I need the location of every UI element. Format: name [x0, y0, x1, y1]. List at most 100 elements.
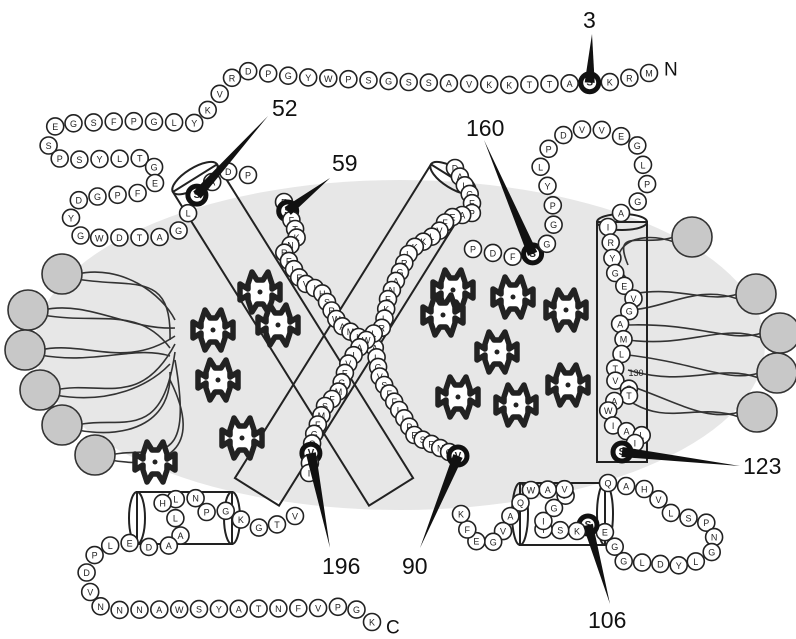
svg-text:G: G [612, 269, 619, 279]
residue: G [703, 544, 720, 561]
svg-text:I: I [607, 223, 610, 233]
svg-text:A: A [236, 604, 242, 614]
residue: G [146, 159, 163, 176]
residue: P [109, 186, 126, 203]
residue: L [180, 205, 197, 222]
residue: K [481, 76, 498, 93]
residue: S [400, 74, 417, 91]
svg-text:F: F [111, 117, 117, 127]
marker-label-106: 106 [588, 607, 626, 633]
residue: T [250, 600, 267, 617]
svg-text:K: K [205, 105, 211, 115]
residue: V [593, 121, 610, 138]
svg-text:S: S [196, 605, 202, 615]
residue: S [71, 151, 88, 168]
residue: L [634, 554, 651, 571]
lipid-head [5, 330, 45, 370]
svg-text:I: I [308, 469, 311, 479]
svg-text:V: V [500, 527, 506, 537]
svg-text:G: G [620, 557, 627, 567]
svg-text:Q: Q [517, 498, 524, 508]
svg-text:D: D [225, 167, 232, 177]
residue: F [105, 113, 122, 130]
residue: V [461, 75, 478, 92]
marker-label-59: 59 [332, 150, 358, 176]
svg-text:G: G [353, 605, 360, 615]
residue: P [544, 197, 561, 214]
svg-text:F: F [510, 252, 516, 262]
svg-text:I: I [634, 439, 637, 449]
residue: A [151, 229, 168, 246]
marker-label-90: 90 [402, 553, 428, 579]
residue: W [91, 229, 108, 246]
svg-text:S: S [91, 118, 97, 128]
svg-text:N: N [192, 494, 199, 504]
lipid-head [736, 274, 776, 314]
residue: V [211, 85, 228, 102]
svg-text:A: A [567, 79, 573, 89]
svg-text:G: G [151, 163, 158, 173]
residue: H [154, 495, 171, 512]
svg-text:Y: Y [191, 118, 197, 128]
residue: P [51, 150, 68, 167]
svg-text:Y: Y [609, 254, 615, 264]
svg-text:L: L [186, 209, 191, 219]
residue: L [635, 156, 652, 173]
residue: G [250, 519, 267, 536]
residue: Y [604, 250, 621, 267]
residue: P [198, 504, 215, 521]
residue: T [131, 229, 148, 246]
svg-text:A: A [166, 541, 172, 551]
svg-text:S: S [685, 513, 691, 523]
svg-text:G: G [490, 537, 497, 547]
svg-text:V: V [579, 125, 585, 135]
svg-text:A: A [545, 485, 551, 495]
svg-text:L: L [172, 118, 177, 128]
svg-text:N: N [116, 605, 123, 615]
svg-text:P: P [131, 117, 137, 127]
svg-text:P: P [644, 180, 650, 190]
svg-text:S: S [76, 155, 82, 165]
svg-text:T: T [527, 80, 533, 90]
svg-text:E: E [618, 132, 624, 142]
residue: Y [91, 151, 108, 168]
svg-text:T: T [137, 233, 143, 243]
svg-text:P: P [57, 154, 63, 164]
svg-text:W: W [527, 486, 536, 496]
residue: D [652, 555, 669, 572]
residue: P [639, 176, 656, 193]
svg-text:Y: Y [216, 604, 222, 614]
svg-text:G: G [77, 231, 84, 241]
residue: A [618, 478, 635, 495]
residue: Y [63, 209, 80, 226]
svg-text:L: L [693, 557, 698, 567]
residue: D [70, 192, 87, 209]
residue: S [552, 522, 569, 539]
residue: G [606, 538, 623, 555]
residue: F [290, 600, 307, 617]
lipid-head [737, 392, 777, 432]
residue: T [269, 516, 286, 533]
svg-text:W: W [324, 74, 333, 84]
svg-text:G: G [550, 220, 557, 230]
residue: W [171, 601, 188, 618]
svg-text:W: W [95, 233, 104, 243]
svg-text:R: R [229, 73, 236, 83]
svg-text:A: A [156, 605, 162, 615]
residue: G [170, 222, 187, 239]
residue: F [129, 185, 146, 202]
residue: D [140, 538, 157, 555]
residue: F [504, 248, 521, 265]
svg-text:G: G [94, 192, 101, 202]
svg-text:A: A [623, 427, 629, 437]
residue: H [636, 481, 653, 498]
svg-text:D: D [245, 67, 252, 77]
svg-text:K: K [607, 78, 613, 88]
svg-text:G: G [611, 542, 618, 552]
svg-text:S: S [426, 78, 432, 88]
svg-text:A: A [507, 512, 513, 522]
residue: G [538, 235, 555, 252]
residue: R [224, 69, 241, 86]
svg-text:E: E [473, 537, 479, 547]
svg-text:T: T [626, 391, 632, 401]
